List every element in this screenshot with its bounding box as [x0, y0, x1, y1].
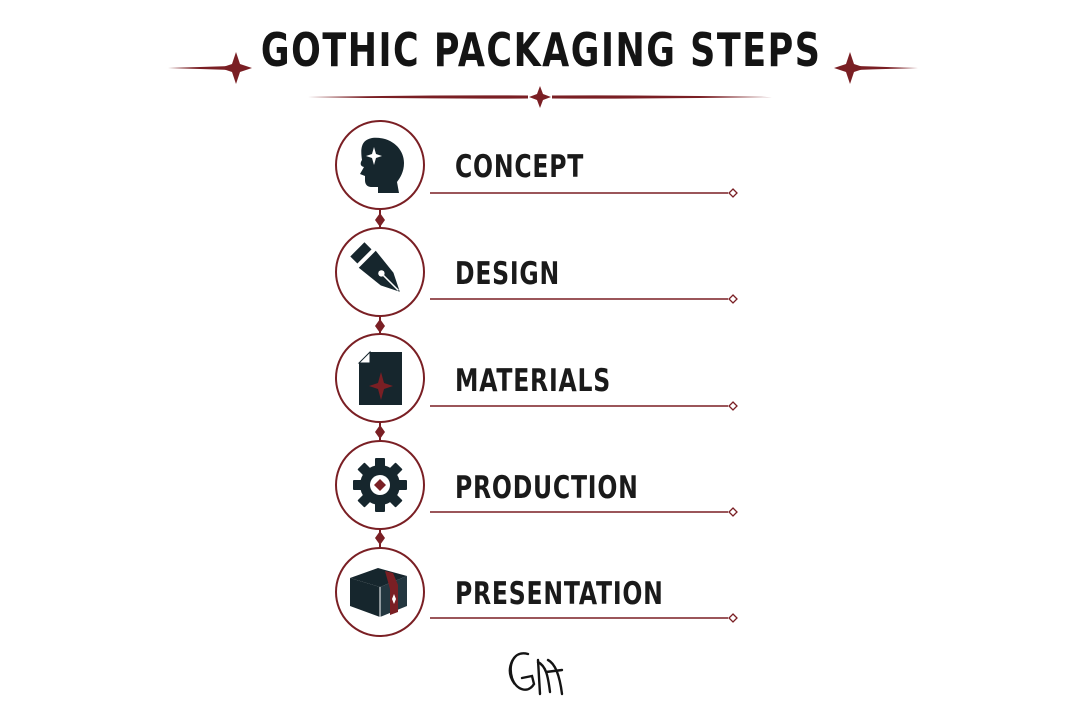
title-right-flourish [834, 52, 918, 84]
title-left-flourish [168, 52, 252, 84]
monogram-logo [508, 652, 564, 696]
title-underline [308, 86, 772, 108]
gear-icon [353, 458, 407, 512]
paper-sheet-with-sparkle-icon [357, 350, 402, 405]
step-label-concept: CONCEPT [455, 149, 585, 185]
underline-end-diamonds [728, 188, 738, 623]
step-label-design: DESIGN [455, 256, 561, 292]
head-with-sparkle-icon [360, 137, 404, 193]
step-label-production: PRODUCTION [455, 470, 639, 506]
fountain-pen-nib-icon [350, 242, 400, 292]
step-label-materials: MATERIALS [455, 363, 611, 399]
ribboned-box-icon [350, 568, 407, 617]
page-title: GOTHIC PACKAGING STEPS [260, 23, 822, 77]
step-label-presentation: PRESENTATION [455, 576, 664, 612]
connector-diamonds [375, 213, 385, 545]
label-underlines [430, 192, 728, 619]
